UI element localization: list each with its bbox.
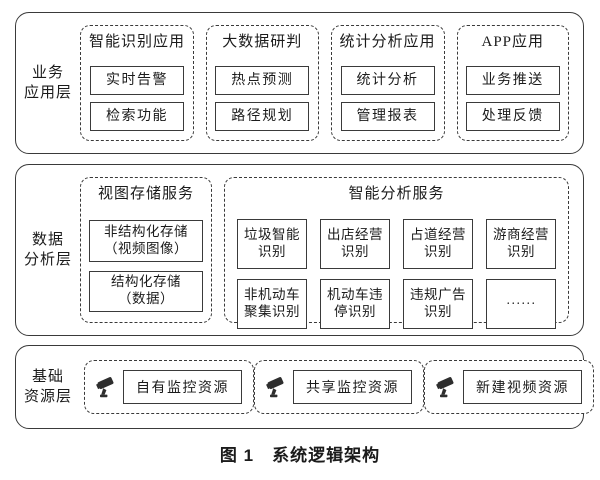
group-title: 智能分析服务 xyxy=(348,186,445,202)
item-nonmotor-gathering: 非机动车 聚集识别 xyxy=(237,279,307,329)
layer-business-application: 业务 应用层 智能识别应用 实时告警 检索功能 大数据研判 热点预测 路径规划 … xyxy=(15,12,584,154)
cctv-camera-icon xyxy=(436,376,454,397)
figure-caption: 图 1 系统逻辑架构 xyxy=(219,446,381,465)
group-shared-monitoring-resource: 共享监控资源 xyxy=(254,360,424,414)
item-road-occupation-operation: 占道经营 识别 xyxy=(403,219,473,269)
layer-data-analysis: 数据 分析层 视图存储服务 非结构化存储 （视频图像） 结构化存储 （数据） 智… xyxy=(15,164,584,336)
item-new-video-resource: 新建视频资源 xyxy=(463,370,582,404)
group-intelligent-recognition-app: 智能识别应用 实时告警 检索功能 xyxy=(80,25,195,141)
layer-label-data: 数据 分析层 xyxy=(23,231,72,268)
cctv-camera-icon xyxy=(266,376,284,397)
cctv-camera-icon xyxy=(96,376,114,397)
item-unstructured-storage: 非结构化存储 （视频图像） xyxy=(89,220,203,262)
item-vehicle-illegal-parking: 机动车违 停识别 xyxy=(320,279,390,329)
group-app-application: APP应用 业务推送 处理反馈 xyxy=(456,25,569,141)
item-outside-shop-operation: 出店经营 识别 xyxy=(320,219,390,269)
resource-groups: 自有监控资源 共享监控资源 xyxy=(80,346,600,428)
business-groups: 智能识别应用 实时告警 检索功能 大数据研判 热点预测 路径规划 统计分析应用 … xyxy=(80,13,583,153)
layer-label-business: 业务 应用层 xyxy=(23,64,72,101)
item-ellipsis-more: ······ xyxy=(486,279,556,329)
item-illegal-advertising: 违规广告 识别 xyxy=(403,279,473,329)
group-title: 大数据研判 xyxy=(222,34,303,50)
group-view-storage-service: 视图存储服务 非结构化存储 （视频图像） 结构化存储 （数据） xyxy=(80,177,212,323)
group-bigdata-research: 大数据研判 热点预测 路径规划 xyxy=(206,25,319,141)
item-hotspot-prediction: 热点预测 xyxy=(215,66,310,95)
item-business-push: 业务推送 xyxy=(465,66,560,95)
item-feedback-handling: 处理反馈 xyxy=(465,102,560,131)
layer-basic-resource: 基础 资源层 自有监控资源 xyxy=(15,345,594,429)
item-realtime-alert: 实时告警 xyxy=(90,66,184,95)
group-intelligent-analysis-service: 智能分析服务 垃圾智能 识别 出店经营 识别 占道经营 识别 游商经营 识别 非… xyxy=(224,177,569,329)
item-own-monitoring-resource: 自有监控资源 xyxy=(123,370,242,404)
group-title: 统计分析应用 xyxy=(339,34,436,50)
analysis-grid: 垃圾智能 识别 出店经营 识别 占道经营 识别 游商经营 识别 非机动车 聚集识… xyxy=(237,219,556,329)
item-structured-storage: 结构化存储 （数据） xyxy=(89,270,203,312)
item-management-report: 管理报表 xyxy=(340,102,435,131)
group-title: APP应用 xyxy=(481,34,545,50)
layer-label-resource: 基础 资源层 xyxy=(23,368,72,405)
item-statistical-analysis: 统计分析 xyxy=(340,66,435,95)
group-statistical-analysis-app: 统计分析应用 统计分析 管理报表 xyxy=(330,25,445,141)
item-search-function: 检索功能 xyxy=(90,102,184,131)
group-title: 视图存储服务 xyxy=(97,186,194,202)
data-groups: 视图存储服务 非结构化存储 （视频图像） 结构化存储 （数据） 智能分析服务 垃… xyxy=(80,165,583,335)
item-street-vendor-operation: 游商经营 识别 xyxy=(486,219,556,269)
group-new-video-resource: 新建视频资源 xyxy=(424,360,594,414)
item-garbage-recognition: 垃圾智能 识别 xyxy=(237,219,307,269)
item-shared-monitoring-resource: 共享监控资源 xyxy=(293,370,412,404)
group-title: 智能识别应用 xyxy=(89,34,186,50)
group-own-monitoring-resource: 自有监控资源 xyxy=(84,360,254,414)
item-route-planning: 路径规划 xyxy=(215,102,310,131)
